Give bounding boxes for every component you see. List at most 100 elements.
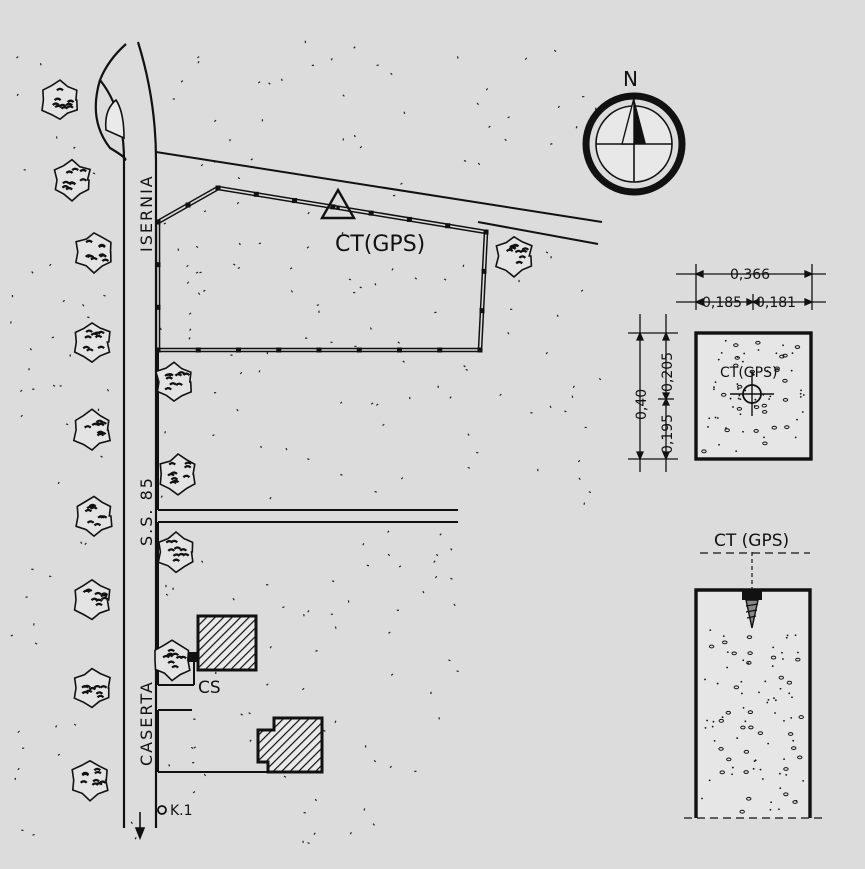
- plan-height-total: 0,40: [634, 389, 650, 420]
- aggregate: [727, 651, 729, 653]
- fence-post: [445, 223, 450, 228]
- aggregate: [738, 398, 740, 400]
- aggregate: [785, 774, 787, 776]
- fence-post: [478, 348, 483, 353]
- speckle-dot: [249, 713, 251, 714]
- tree-icon: [72, 761, 108, 801]
- fence-post: [186, 203, 191, 208]
- tree-icon: [55, 160, 91, 201]
- speckle-dot: [201, 561, 202, 563]
- speckle-dot: [343, 95, 344, 97]
- gps-point-label: CT(GPS): [335, 232, 425, 257]
- aggregate: [800, 396, 802, 398]
- aggregate: [736, 383, 738, 385]
- aggregate: [709, 629, 711, 631]
- tree-icon: [75, 580, 110, 620]
- speckle-dot: [187, 265, 189, 266]
- speckle-dot: [166, 594, 168, 595]
- speckle-dot: [93, 173, 95, 174]
- aggregate: [726, 667, 728, 669]
- north-label: N: [623, 67, 638, 91]
- aggregate: [747, 662, 749, 664]
- speckle-dot: [63, 300, 65, 301]
- aggregate: [795, 634, 797, 636]
- speckle-dot: [403, 361, 405, 362]
- aggregate: [764, 681, 766, 683]
- plot-boundaries: [158, 350, 458, 772]
- speckle-dot: [508, 117, 510, 118]
- speckle-dot: [237, 409, 238, 411]
- speckle-dot: [30, 348, 31, 350]
- speckle-dot: [389, 632, 391, 633]
- speckle-dot: [131, 822, 132, 824]
- speckle-dot: [281, 79, 282, 81]
- speckle-dot: [375, 283, 376, 285]
- aggregate: [754, 760, 756, 762]
- aggregate: [783, 720, 785, 722]
- plan-width-total: 0,366: [730, 267, 770, 283]
- speckle-dot: [35, 643, 37, 644]
- speckle-dot: [315, 799, 316, 801]
- speckle-dot: [375, 491, 377, 492]
- aggregate: [732, 767, 734, 769]
- aggregate: [735, 450, 737, 452]
- speckle-dot: [367, 565, 369, 566]
- aggregate: [740, 681, 742, 683]
- speckle-dot: [290, 268, 292, 269]
- speckle-dot: [376, 404, 378, 405]
- speckle-dot: [58, 754, 60, 755]
- speckle-dot: [259, 243, 261, 244]
- speckle-dot: [81, 542, 82, 544]
- speckle-dot: [56, 725, 57, 727]
- speckle-dot: [198, 61, 199, 63]
- aggregate: [779, 787, 781, 789]
- speckle-dot: [21, 415, 23, 417]
- speckle-dot: [241, 714, 243, 715]
- aggregate: [769, 395, 771, 397]
- speckle-dot: [53, 385, 55, 386]
- speckle-dot: [558, 106, 559, 108]
- speckle-dot: [191, 747, 193, 748]
- speckle-dot: [307, 459, 309, 460]
- tree-row: [42, 80, 532, 801]
- speckle-dot: [250, 740, 251, 742]
- tree-icon: [74, 669, 110, 708]
- plan-detail-label: CT(GPS): [720, 365, 777, 381]
- speckle-dot: [239, 243, 240, 245]
- speckle-dot: [335, 627, 336, 629]
- speckle-dot: [450, 578, 452, 579]
- speckle-dot: [237, 202, 238, 204]
- speckle-dot: [423, 591, 424, 593]
- speckle-dot: [463, 265, 464, 267]
- speckle-dot: [564, 411, 566, 412]
- speckle-dot: [266, 684, 268, 685]
- speckle-dot: [383, 424, 385, 425]
- speckle-dot: [439, 717, 440, 719]
- aggregate: [782, 658, 784, 660]
- aggregate: [742, 431, 744, 433]
- speckle-dot: [331, 58, 332, 60]
- speckle-dot: [204, 211, 206, 212]
- aggregate: [722, 716, 724, 718]
- speckle-dot: [371, 403, 373, 404]
- speckle-dot: [18, 768, 19, 770]
- plan-height-bottom: 0,195: [660, 414, 676, 454]
- fence-post: [317, 348, 322, 353]
- aggregate: [705, 727, 707, 729]
- speckle-dot: [103, 295, 105, 296]
- benchmark-k1: [158, 806, 166, 814]
- speckle-dot: [550, 406, 551, 408]
- speckle-dot: [73, 147, 75, 148]
- fence-post: [292, 198, 297, 203]
- speckle-dot: [478, 163, 479, 165]
- aggregate: [713, 386, 715, 388]
- aggregate: [707, 426, 709, 428]
- aggregate: [775, 352, 777, 354]
- speckle-dot: [340, 402, 341, 404]
- speckle-dot: [340, 475, 342, 476]
- aggregate: [802, 411, 804, 413]
- speckle-dot: [101, 456, 103, 457]
- tree-icon: [76, 233, 111, 273]
- tree-icon: [75, 323, 110, 362]
